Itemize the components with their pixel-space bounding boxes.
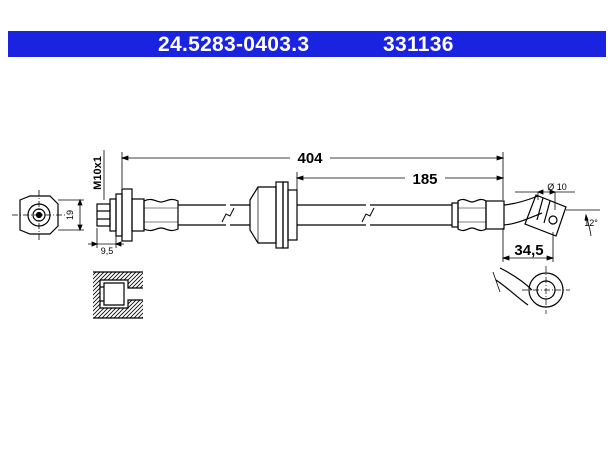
hole-diameter-label: Ø 10 (547, 182, 567, 192)
port-section-detail (93, 271, 143, 319)
center-bracket (249, 181, 298, 249)
overall-length-label: 404 (297, 150, 323, 167)
fitting-width-label: 9,5 (101, 246, 114, 256)
thread-label: M10x1 (92, 156, 104, 190)
inner-length-label: 185 (412, 171, 437, 188)
banjo-offset-label: 34,5 (514, 242, 543, 259)
fitting-height-label: 19 (65, 210, 75, 220)
dimension-inner (295, 172, 505, 190)
dimension-overall (120, 152, 505, 200)
hose-segment-left (178, 204, 250, 226)
angle-label: 12° (584, 218, 598, 228)
banjo-tube (503, 194, 567, 237)
reference-number: 331136 (383, 33, 454, 56)
dimension-fitting-height (58, 198, 84, 232)
right-crimp (451, 198, 505, 232)
title-bar: 24.5283-0403.3 331136 (8, 31, 606, 57)
hose-segment-middle (297, 204, 452, 226)
dimension-angle (566, 209, 600, 237)
dimension-hole (515, 189, 575, 210)
part-number: 24.5283-0403.3 (158, 33, 310, 56)
end-view-fitting (12, 190, 66, 240)
left-fitting (96, 188, 179, 242)
banjo-eye-detail (492, 266, 570, 314)
dimension-fitting-width (88, 228, 124, 248)
dimension-banjo-offset (501, 228, 555, 262)
